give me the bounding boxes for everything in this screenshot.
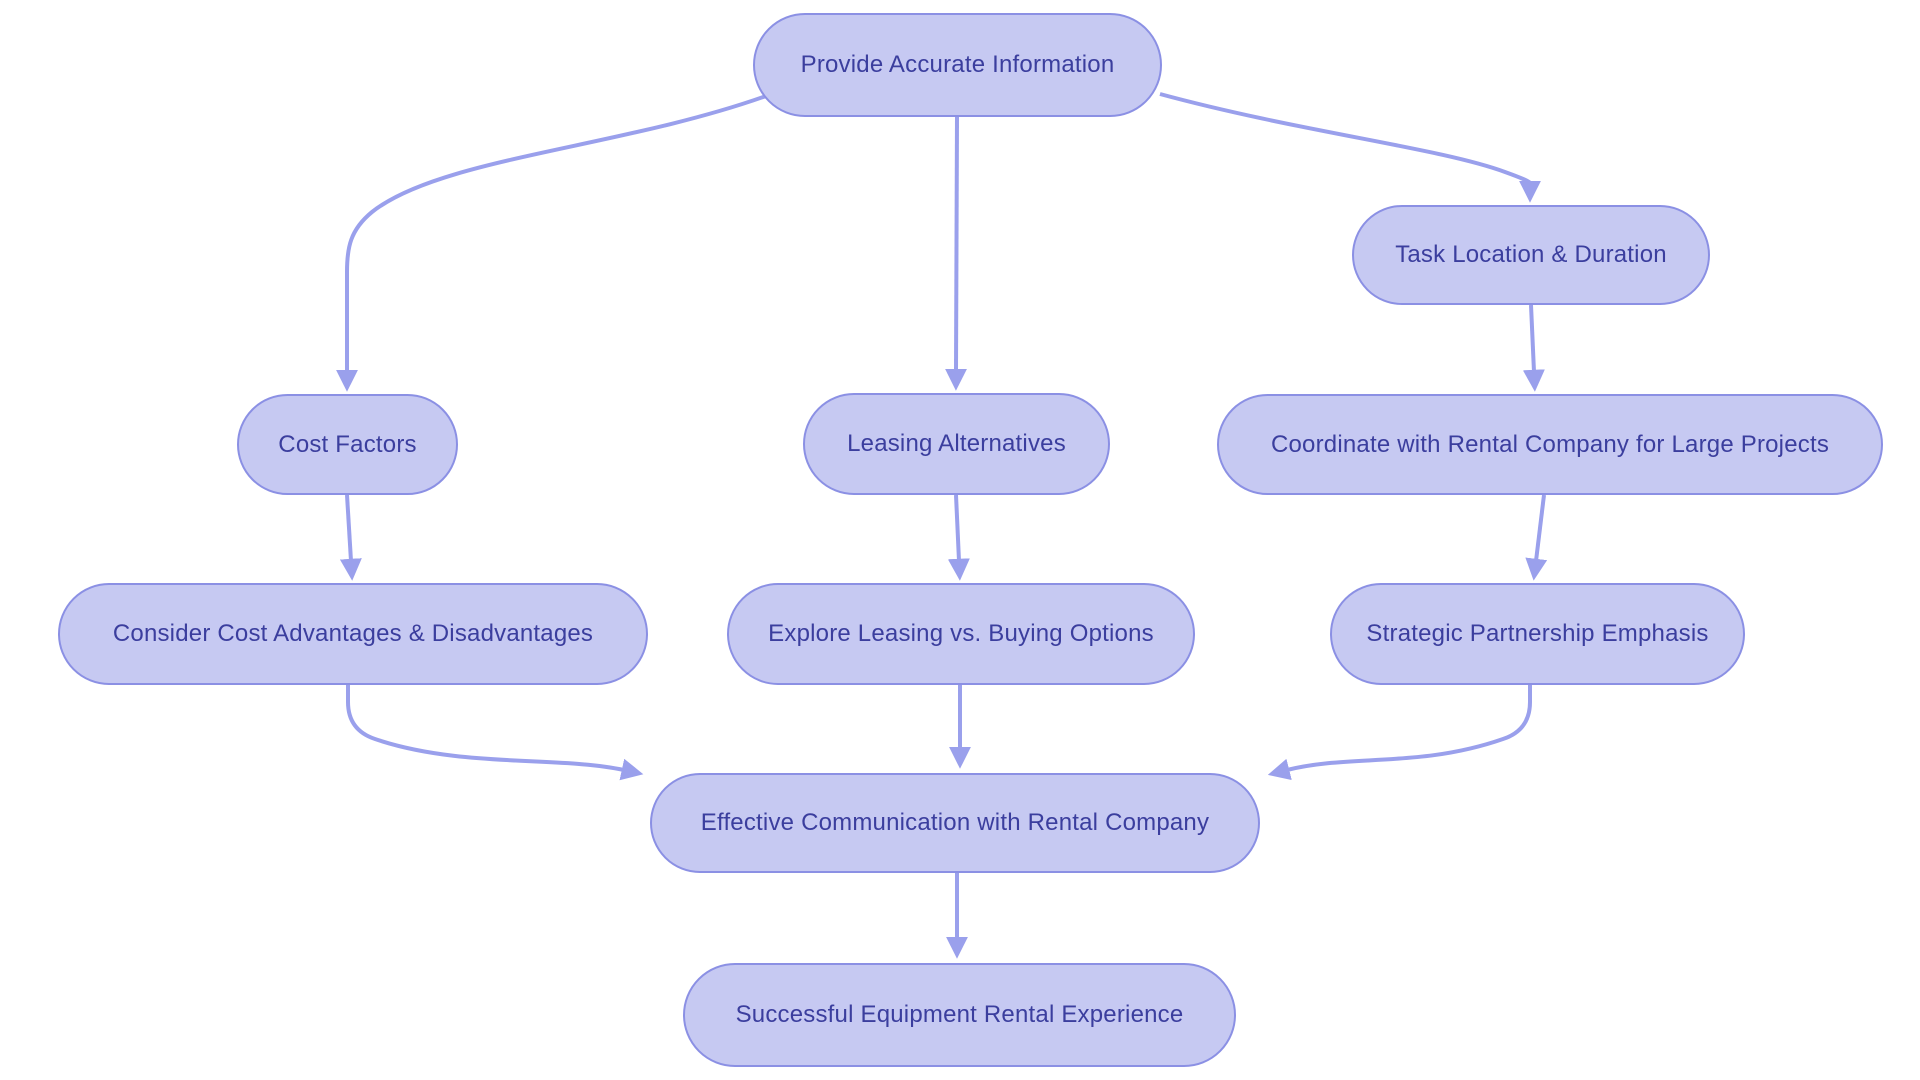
node-label: Explore Leasing vs. Buying Options xyxy=(768,620,1154,647)
node-consider-cost-advantages: Consider Cost Advantages & Disadvantages xyxy=(58,583,648,685)
node-strategic-partnership-emphasis: Strategic Partnership Emphasis xyxy=(1330,583,1745,685)
edge-consider-to-effective xyxy=(346,685,644,781)
node-successful-equipment-rental: Successful Equipment Rental Experience xyxy=(683,963,1236,1067)
edge-cost-to-consider xyxy=(339,494,362,581)
edge-coordinate-to-strategic xyxy=(1525,494,1548,581)
edge-provide-to-leasing xyxy=(945,116,968,391)
node-explore-leasing-vs-buying: Explore Leasing vs. Buying Options xyxy=(727,583,1195,685)
node-label: Coordinate with Rental Company for Large… xyxy=(1270,430,1830,458)
edge-leasing-to-explore xyxy=(947,494,970,581)
node-coordinate-with-rental-company: Coordinate with Rental Company for Large… xyxy=(1217,394,1883,495)
node-task-location-duration: Task Location & Duration xyxy=(1352,205,1710,305)
edge-task-to-coordinate xyxy=(1522,304,1545,392)
node-label: Successful Equipment Rental Experience xyxy=(735,1001,1184,1028)
node-label: Effective Communication with Rental Comp… xyxy=(700,809,1210,836)
node-cost-factors: Cost Factors xyxy=(237,394,458,495)
node-leasing-alternatives: Leasing Alternatives xyxy=(803,393,1110,495)
edge-strategic-to-effective xyxy=(1267,685,1532,781)
node-label: Leasing Alternatives xyxy=(847,430,1066,457)
node-label: Consider Cost Advantages & Disadvantages xyxy=(112,620,594,647)
node-provide-accurate-information: Provide Accurate Information xyxy=(753,13,1162,117)
edge-provide-to-task xyxy=(1159,92,1541,203)
node-label: Provide Accurate Information xyxy=(800,51,1115,78)
edge-provide-to-cost xyxy=(336,94,767,392)
node-effective-communication: Effective Communication with Rental Comp… xyxy=(650,773,1260,873)
node-label: Strategic Partnership Emphasis xyxy=(1366,620,1709,647)
node-label: Task Location & Duration xyxy=(1395,241,1667,268)
node-label: Cost Factors xyxy=(278,430,417,458)
